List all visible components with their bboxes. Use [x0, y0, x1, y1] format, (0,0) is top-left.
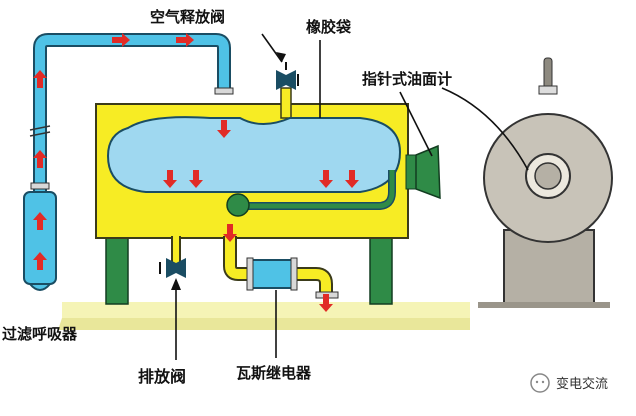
tank-stands	[105, 231, 393, 305]
dial-oil-gauge	[478, 57, 613, 308]
breather-filter	[23, 191, 57, 291]
watermark-text: 变电交流	[556, 376, 608, 392]
dial-oil-gauge-label: 指针式油面计	[362, 70, 452, 88]
air-release-valve-label: 空气释放阀	[150, 8, 225, 26]
watermark: 变电交流	[530, 373, 608, 393]
rubber-bag-label: 橡胶袋	[306, 18, 352, 36]
drain-valve-label: 排放阀	[138, 367, 186, 386]
drain-valve	[159, 236, 186, 278]
breather-label: 过滤呼吸器	[2, 325, 78, 343]
air-release-valve	[276, 62, 299, 90]
chat-bubble-icon	[530, 373, 550, 393]
breather-pipe	[29, 33, 234, 195]
callout-lines	[171, 33, 529, 360]
buchholz-relay-label: 瓦斯继电器	[236, 364, 312, 382]
oil-gauge-head	[405, 144, 441, 200]
relay-pipe	[223, 236, 339, 299]
oil-gauge-float-arm	[226, 170, 396, 217]
ground-base	[58, 302, 470, 330]
